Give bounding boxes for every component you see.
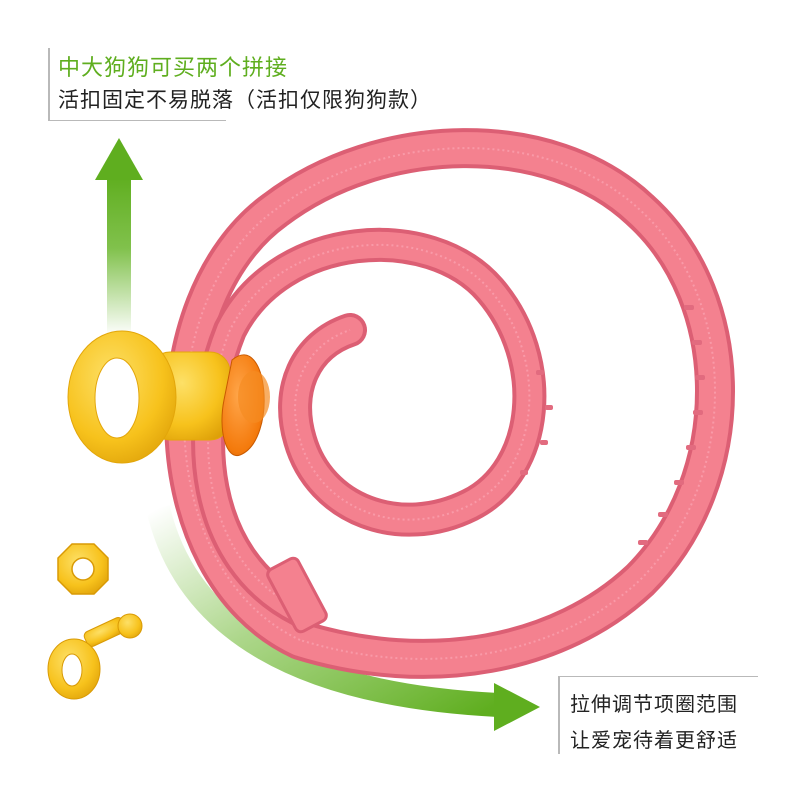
curved-arrow-icon xyxy=(146,505,540,731)
caption-line-1: 拉伸调节项圈范围 xyxy=(570,692,738,716)
caption-rule-horizontal xyxy=(48,120,226,121)
yellow-buckle-ring xyxy=(67,330,270,464)
key-buckle-icon xyxy=(47,613,143,700)
caption-subline: 活扣固定不易脱落（活扣仅限狗狗款） xyxy=(58,88,432,112)
octagon-nut-icon xyxy=(57,543,109,595)
caption-rule-vertical xyxy=(558,676,560,754)
caption-line-2: 让爱宠待着更舒适 xyxy=(570,728,738,752)
caption-rule-vertical xyxy=(48,48,50,120)
caption-headline: 中大狗狗可买两个拼接 xyxy=(58,56,289,81)
up-arrow-icon xyxy=(95,138,143,336)
caption-rule-horizontal xyxy=(558,676,758,677)
